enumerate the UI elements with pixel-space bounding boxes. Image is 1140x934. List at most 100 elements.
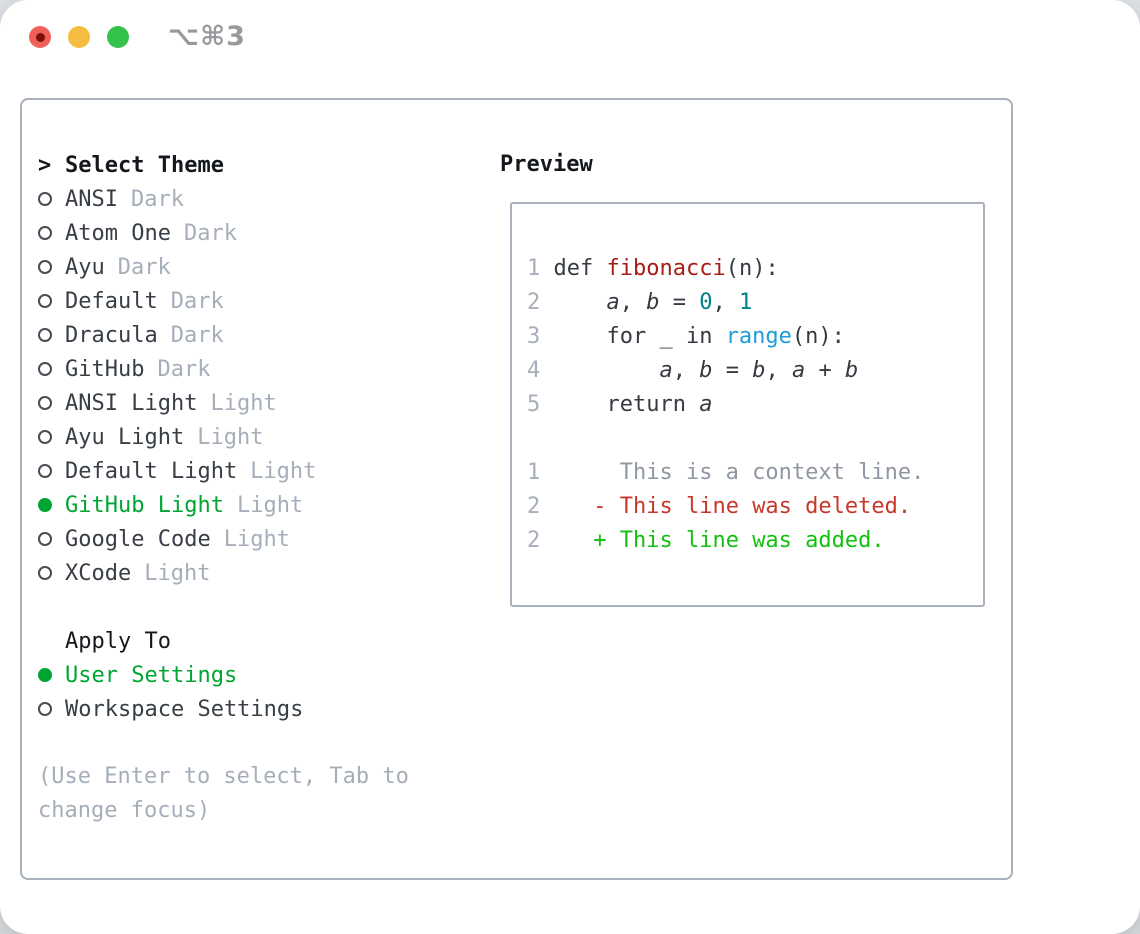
code-token: (n): [725, 256, 779, 281]
option-label: Ayu Light [65, 424, 185, 450]
code-token: a [699, 392, 713, 417]
code-token: a [791, 358, 806, 383]
option-label: Dracula [65, 322, 158, 348]
code-token: b [646, 290, 660, 315]
line-number: 2 [527, 494, 554, 519]
radio-icon [38, 192, 52, 206]
code-token: for _ in [553, 324, 726, 349]
radio-icon [38, 532, 52, 546]
line-number: 4 [527, 358, 554, 383]
theme-option[interactable]: GitHub Light Light [38, 488, 483, 522]
titlebar: ⌥⌘3 [29, 21, 246, 52]
theme-option[interactable]: Ayu Light Light [38, 420, 483, 454]
option-label: XCode [65, 560, 132, 586]
variant-badge: Light [210, 390, 277, 416]
variant-badge: Light [236, 492, 304, 518]
variant-badge: Dark [157, 356, 211, 382]
code-line: 3 for _ in range(n): [527, 320, 983, 354]
apply-to-option[interactable]: Workspace Settings [38, 692, 483, 726]
close-button[interactable] [29, 26, 51, 48]
code-token [554, 358, 660, 383]
option-label: ANSI [65, 186, 118, 212]
code-line: 2 + This line was added. [527, 524, 983, 558]
code-token: fibonacci [606, 256, 726, 281]
variant-badge: Dark [183, 220, 237, 246]
code-token: - This line was deleted. [593, 494, 912, 519]
code-token: b [844, 358, 859, 383]
theme-option[interactable]: XCode Light [38, 556, 483, 590]
code-token: a [606, 290, 620, 315]
variant-badge: Dark [170, 288, 224, 314]
theme-option[interactable]: Default Dark [38, 284, 483, 318]
spacer [38, 590, 483, 624]
line-number: 3 [527, 324, 554, 349]
option-label: Google Code [65, 526, 211, 552]
radio-icon [38, 464, 52, 478]
code-token [554, 494, 594, 519]
code-token: (n): [791, 324, 845, 349]
theme-option[interactable]: Dracula Dark [38, 318, 483, 352]
select-theme-header: >Select Theme [38, 148, 483, 182]
code-token: range [725, 324, 792, 349]
variant-badge: Light [223, 526, 290, 552]
radio-icon [38, 328, 52, 342]
code-line: 1 This is a context line. [527, 456, 983, 490]
variant-badge: Light [197, 424, 264, 450]
option-label: GitHub Light [65, 492, 224, 518]
keyboard-hint-text: (Use Enter to select, Tab to change focu… [38, 764, 409, 823]
code-token: , [619, 290, 647, 315]
zoom-button[interactable] [107, 26, 129, 48]
line-number: 1 [527, 460, 554, 485]
apply-to-option[interactable]: User Settings [38, 658, 483, 692]
theme-option[interactable]: Google Code Light [38, 522, 483, 556]
variant-badge: Light [144, 560, 211, 586]
minimize-button[interactable] [68, 26, 90, 48]
code-line: 2 a, b = 0, 1 [527, 286, 983, 320]
code-token [554, 290, 607, 315]
radio-icon [38, 430, 52, 444]
code-token: = [712, 358, 753, 383]
code-token: + This line was added. [593, 528, 885, 553]
code-token: , [765, 358, 792, 383]
code-token: = [659, 290, 700, 315]
line-number [527, 426, 554, 451]
radio-selected-icon [38, 498, 52, 512]
window-shortcut-label: ⌥⌘3 [168, 21, 246, 52]
code-line: 2 - This line was deleted. [527, 490, 983, 524]
radio-icon [38, 294, 52, 308]
code-token: a [659, 358, 673, 383]
code-token: return [553, 392, 700, 417]
code-line: 4 a, b = b, a + b [527, 354, 983, 388]
code-token: 1 [738, 290, 753, 315]
line-number: 1 [527, 256, 554, 281]
line-number: 2 [527, 290, 554, 315]
theme-option[interactable]: GitHub Dark [38, 352, 483, 386]
code-line: 1 def fibonacci(n): [527, 252, 983, 286]
variant-badge: Light [250, 458, 317, 484]
option-label: Default [65, 288, 158, 314]
radio-selected-icon [38, 668, 52, 682]
radio-icon [38, 362, 52, 376]
option-label: GitHub [65, 356, 145, 382]
code-token: def [553, 256, 607, 281]
code-token: + [805, 358, 845, 383]
variant-badge: Dark [170, 322, 224, 348]
apply-to-header: Apply To [65, 628, 171, 654]
radio-icon [38, 260, 52, 274]
code-token: This is a context line. [553, 460, 925, 485]
option-label: User Settings [65, 662, 238, 688]
code-token: , [672, 358, 700, 383]
option-label: Workspace Settings [65, 696, 304, 722]
code-token: 0 [699, 290, 713, 315]
